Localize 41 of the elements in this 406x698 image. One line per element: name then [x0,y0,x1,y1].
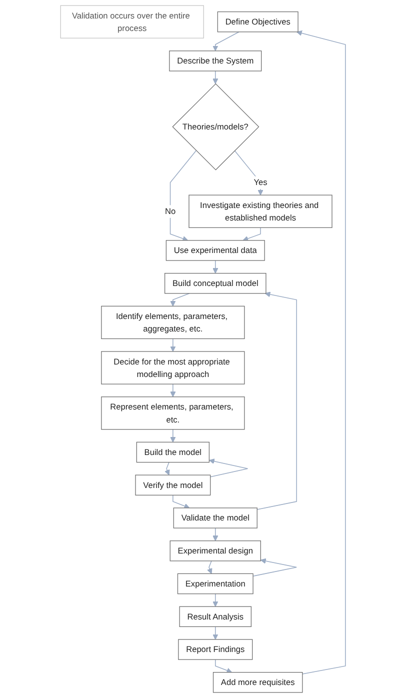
node-box: Investigate existing theories and established models [188,194,332,228]
node-box: Decide for the most appropriate modelling approach [101,351,245,384]
node-box: Experimental design [170,540,261,562]
arrow [215,659,232,674]
node-box: Use experimental data [166,240,265,261]
arrow [170,429,176,442]
arrow [207,560,212,574]
node-box: Report Findings [178,639,253,660]
node-box: Add more requisites [212,672,303,693]
edge-label: No [164,206,176,216]
arrow [242,227,261,242]
arrow [170,150,196,242]
edge-label: Yes [254,178,268,188]
arrow [212,70,218,84]
node-box: Build the model [136,442,210,463]
arrow [212,626,218,640]
node-box: Verify the model [135,474,211,496]
node-box: Validate the model [173,508,258,528]
arrow [252,558,297,576]
arrow [170,293,190,306]
arrow [212,593,218,607]
node-box: Identify elements, parameters, aggregates, etc. [101,306,245,340]
arrow [212,260,218,274]
arrow [170,338,176,352]
arrow [164,462,170,476]
arrow [256,292,297,510]
arrow [170,384,176,398]
node-box: Experimentation [177,573,254,594]
arrow [212,32,240,52]
arrow [208,458,248,478]
arrow [172,494,190,509]
arrow [296,30,346,674]
node-box: Define Objectives [217,11,298,32]
node-box: Validation occurs over the entire process [60,5,204,38]
node-box: Represent elements, parameters, etc. [101,396,245,430]
node-box: Result Analysis [179,606,252,627]
node-box: Describe the System [169,50,262,72]
arrow [234,150,264,196]
arrow [212,528,218,542]
node-diamond: Theories/models? [172,83,260,170]
node-box: Build conceptual model [164,272,266,294]
